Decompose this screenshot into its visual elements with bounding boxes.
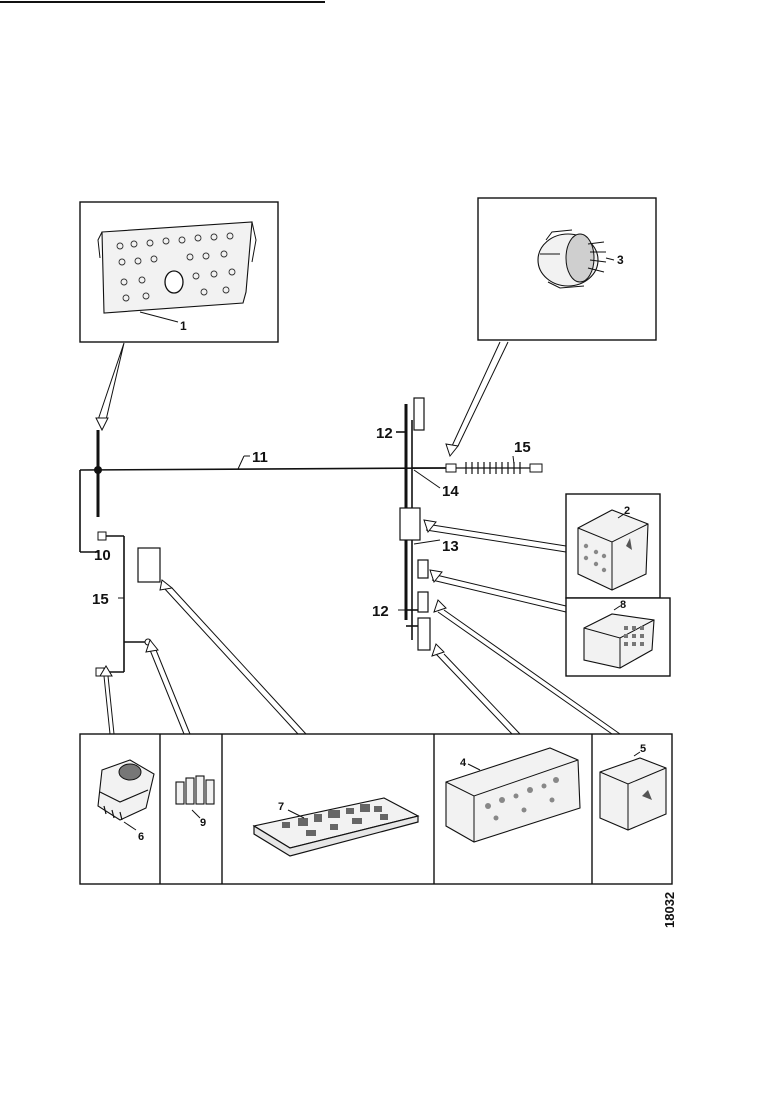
instrument-panel-part <box>97 221 257 323</box>
round-socket-part <box>537 229 615 289</box>
callout-7: 7 <box>278 801 284 813</box>
inset-box-1: 1 <box>79 201 279 343</box>
junction-block <box>399 507 421 541</box>
connector-12-upper <box>413 397 425 431</box>
callout-2: 2 <box>624 505 630 517</box>
relay-8-part <box>583 605 655 669</box>
inset-box-3: 3 <box>477 197 657 341</box>
callout-4: 4 <box>460 757 467 769</box>
callout-6a: 6 <box>138 831 144 843</box>
box-8-pointer <box>429 569 567 613</box>
inset-box-9: 9 <box>175 775 215 829</box>
circuit-board-7-part <box>252 797 420 857</box>
connector-12-lower <box>417 617 431 651</box>
inset-box-2: 2 <box>565 493 661 599</box>
module-2-part <box>577 509 649 591</box>
inset-box-8: 8 <box>565 597 671 677</box>
callout-8: 8 <box>620 599 626 611</box>
inset-box-6: 6 <box>97 759 155 843</box>
relay-outline <box>137 547 161 583</box>
inset-box-4: 4 <box>445 747 581 843</box>
drawing-number: 18032 <box>662 892 677 928</box>
wiring-harness <box>79 397 543 677</box>
coil-15 <box>456 462 530 474</box>
callout-3: 3 <box>617 253 624 267</box>
callout-1: 1 <box>180 319 187 333</box>
harness-11-line <box>79 467 447 471</box>
callout-13: 13 <box>442 538 459 555</box>
callout-15: 15 <box>514 439 531 456</box>
relay-5-part <box>599 751 667 831</box>
callout-5: 5 <box>640 743 646 755</box>
callout-12-lower: 12 <box>372 603 389 620</box>
callout-10: 10 <box>94 547 111 564</box>
callout-16: 15 <box>92 591 109 608</box>
inset-box-7: 7 <box>252 797 420 857</box>
box-1-pointer <box>95 342 125 432</box>
control-unit-4-part <box>445 747 581 843</box>
inset-box-5: 5 <box>599 743 667 831</box>
callout-12-upper: 12 <box>376 425 393 442</box>
fuse-block-9-part <box>175 775 215 819</box>
switch-6-part <box>97 759 155 831</box>
callout-14: 14 <box>442 483 459 500</box>
panel-round-opening <box>164 270 184 294</box>
box-3-pointer <box>445 341 509 458</box>
callout-9: 9 <box>200 817 206 829</box>
bottom-pointers <box>99 579 621 735</box>
box-2-pointer <box>423 519 567 553</box>
callout-11: 11 <box>252 449 268 466</box>
